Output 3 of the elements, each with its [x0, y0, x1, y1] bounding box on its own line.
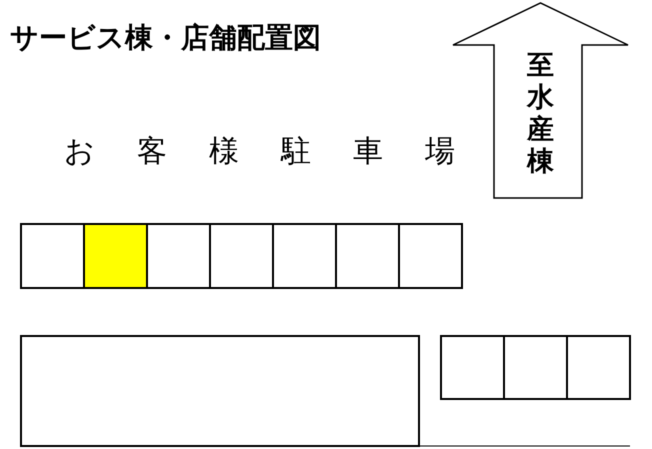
- area-label: お客様駐車場: [64, 133, 497, 171]
- arrow-label: 至水産棟: [526, 50, 555, 178]
- title: サービス棟・店舗配置図: [10, 20, 321, 56]
